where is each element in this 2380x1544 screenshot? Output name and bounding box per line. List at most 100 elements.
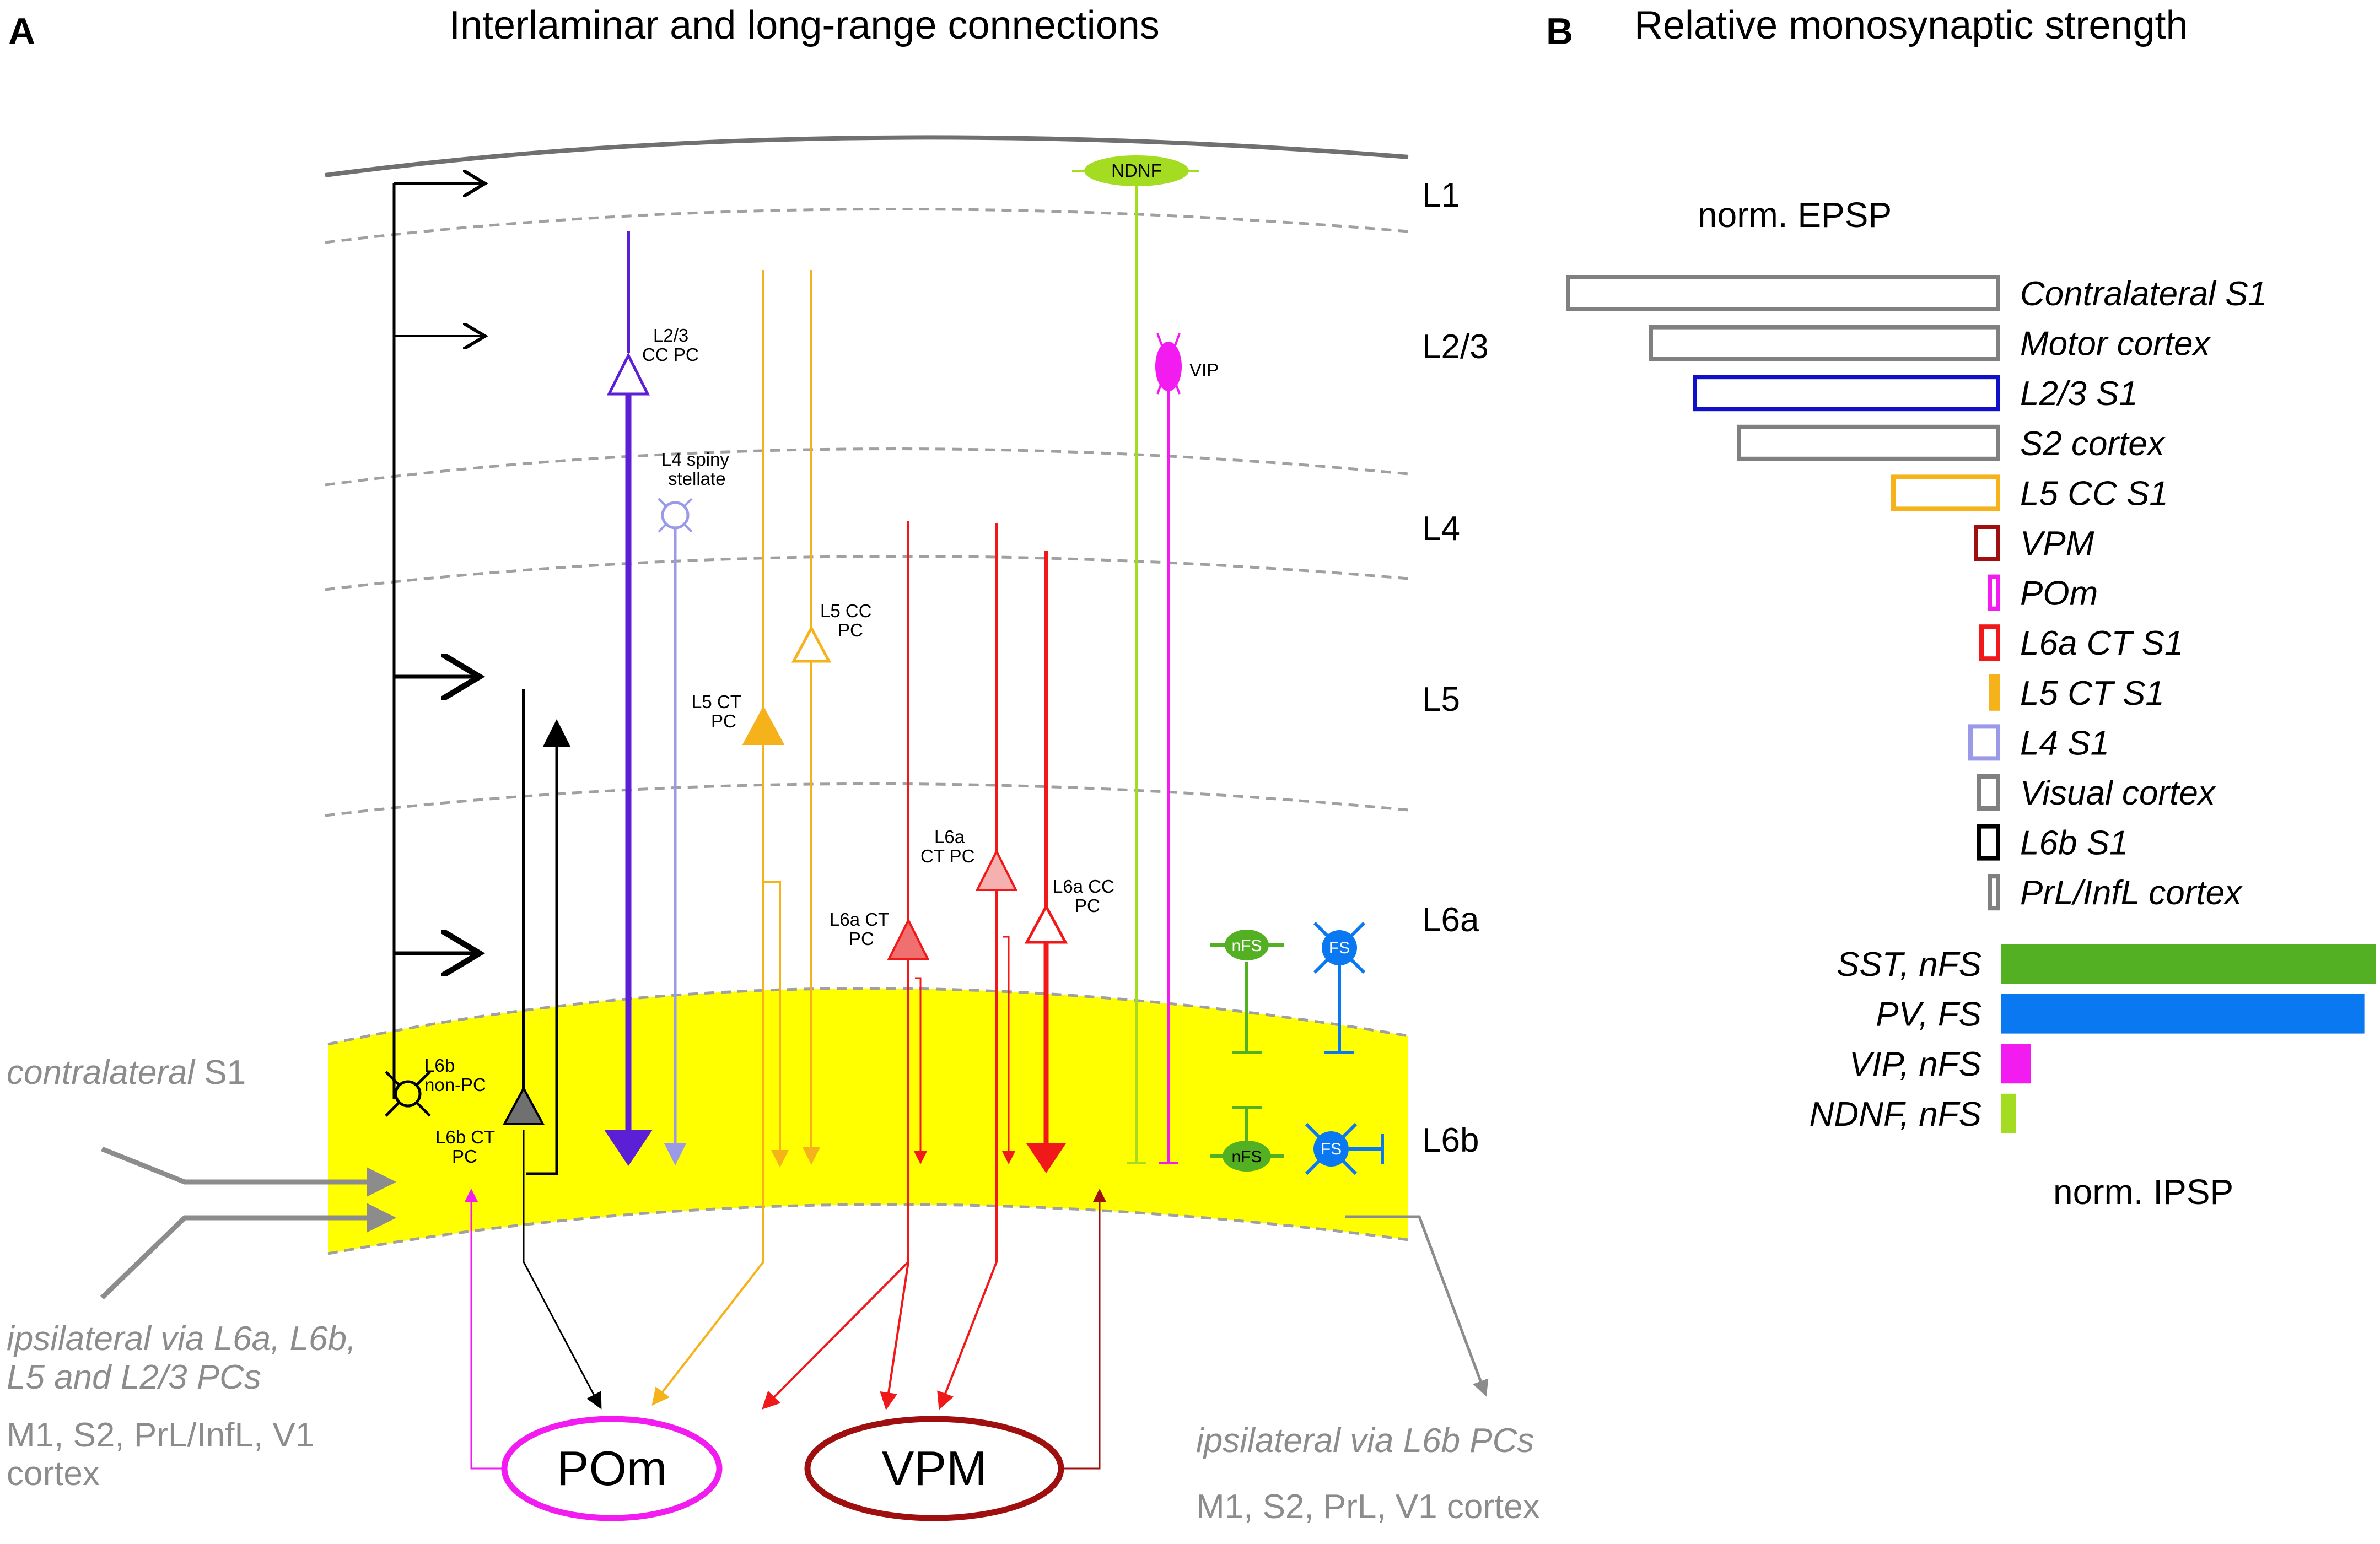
epsp-bar — [1989, 674, 2000, 711]
l5-ct-pc-label-2: PC — [711, 711, 736, 731]
contralateral-s1-label: contralateral S1 — [7, 1054, 246, 1092]
epsp-bar-label: L6b S1 — [2020, 824, 2129, 862]
layer-label-l1: L1 — [1422, 176, 1460, 214]
panel-b-title: Relative monosynaptic strength — [1634, 3, 2188, 47]
epsp-bar — [1968, 724, 2000, 761]
l6b-ct-pc-soma — [502, 1086, 545, 1125]
pia-surface — [325, 135, 1409, 177]
epsp-bar-label: Visual cortex — [2020, 774, 2216, 812]
l6b-ct-pc-label-1: L6b CT — [435, 1127, 495, 1147]
epsp-bar — [1974, 525, 2000, 561]
layer-label-l6b: L6b — [1422, 1121, 1479, 1159]
layer-label-l6a: L6a — [1422, 901, 1479, 939]
l6a-ct-pc-neuron-2 — [937, 523, 1018, 1410]
l6b-ct-pc-axon — [522, 689, 602, 1410]
l5-l6a-boundary — [325, 782, 1409, 817]
l6b-non-pc-label-2: non-PC — [424, 1075, 486, 1095]
epsp-bar-label: L2/3 S1 — [2020, 375, 2138, 413]
epsp-bar — [1737, 424, 2000, 461]
ipsi-output-line1: ipsilateral via L6b PCs — [1196, 1422, 1534, 1460]
layer-label-l5: L5 — [1422, 681, 1460, 719]
panel-a-title: Interlaminar and long-range connections — [449, 3, 1160, 47]
nfs-l6b-label: nFS — [1231, 1148, 1262, 1166]
ipsi-areas-line1: M1, S2, PrL/InfL, V1 — [7, 1416, 314, 1454]
epsp-bar — [1988, 574, 2000, 611]
epsp-bar-label: L5 CT S1 — [2020, 674, 2164, 712]
l6a-ct-pc-2-label-1: L6a CT — [830, 909, 889, 930]
l4-spiny-label-1: L4 spiny — [661, 449, 729, 469]
ipsp-bar — [2001, 1044, 2031, 1084]
epsp-bar-label: VPM — [2020, 525, 2094, 563]
l5-ct-pc-neuron — [651, 270, 789, 1406]
l6a-cc-pc-label-1: L6a CC — [1053, 876, 1114, 897]
l4-spiny-label-2: stellate — [668, 468, 726, 489]
fs-l6b-label: FS — [1321, 1140, 1342, 1158]
pom-to-l6b-projection — [465, 1189, 504, 1470]
vpm-nucleus — [804, 1416, 1064, 1521]
ipsi-output-line2: M1, S2, PrL, V1 cortex — [1196, 1488, 1540, 1526]
panel-b-letter: B — [1546, 10, 1573, 52]
fs-l6b-neuron — [1305, 1122, 1384, 1175]
vip-label: VIP — [1189, 360, 1219, 380]
ndnf-neuron — [1072, 155, 1199, 1164]
l23-cc-pc-label-2: CC PC — [642, 344, 699, 365]
ipsp-bar-label: SST, nFS — [1837, 946, 1981, 984]
epsp-bar-label: L4 S1 — [2020, 724, 2109, 762]
pom-label: POm — [557, 1441, 667, 1496]
l6a-ct-pc-neuron-1 — [762, 521, 930, 1410]
epsp-bar-label: S2 cortex — [2020, 425, 2166, 463]
epsp-bar-label: Contralateral S1 — [2020, 275, 2267, 313]
ipsilateral-output-arrow — [1345, 1215, 1489, 1397]
l6b-non-pc-axon — [392, 183, 485, 1099]
fs-l6a-label: FS — [1329, 939, 1350, 957]
epsp-bar-label: Motor cortex — [2020, 325, 2211, 363]
layer-label-l23: L2/3 — [1422, 328, 1489, 366]
l4-l5-boundary — [325, 555, 1409, 591]
l5-ct-pc-label-1: L5 CT — [692, 692, 741, 712]
l6a-cc-pc-neuron — [1024, 551, 1068, 1173]
l5-cc-pc-neuron — [791, 270, 832, 1165]
epsp-bar — [1693, 375, 2000, 412]
ipsp-bar-label: VIP, nFS — [1849, 1045, 1981, 1083]
epsp-bar-label: POm — [2020, 575, 2098, 613]
l6a-l6b-boundary — [327, 987, 1409, 1046]
l5-cc-pc-label-2: PC — [838, 620, 863, 640]
l23-cc-pc-label-1: L2/3 — [653, 325, 688, 345]
l6b-ct-pc-label-2: PC — [452, 1146, 477, 1167]
l6a-ct-pc-2-label-2: PC — [849, 928, 874, 949]
epsp-bar-label: PrL/InfL cortex — [2020, 874, 2243, 912]
l6a-cc-pc-label-2: PC — [1075, 895, 1100, 916]
l6b-non-pc-soma — [385, 1071, 431, 1117]
epsp-bar — [1649, 325, 2000, 361]
ipsi-areas-line2: cortex — [7, 1455, 100, 1493]
l4-spiny-stellate-neuron — [658, 498, 693, 1165]
nfs-l6a-neuron — [1210, 930, 1284, 1054]
l6b-band — [328, 988, 1408, 1254]
ndnf-label: NDNF — [1111, 160, 1162, 181]
epsp-bar — [1979, 624, 2000, 661]
l6b-bottom-boundary — [327, 1203, 1409, 1255]
vpm-label: VPM — [882, 1441, 987, 1496]
epsp-bar-label: L5 CC S1 — [2020, 474, 2168, 512]
ipsp-bar-label: NDNF, nFS — [1810, 1095, 1981, 1133]
epsp-bar-label: L6a CT S1 — [2020, 624, 2183, 662]
ipsp-bar — [2001, 994, 2365, 1034]
epsp-bar — [1988, 874, 2000, 911]
contralateral-input-arrow — [101, 1146, 396, 1197]
vpm-to-l6b-projection — [1064, 1189, 1106, 1470]
l23-cc-pc-neuron — [604, 231, 653, 1166]
epsp-bar — [1566, 275, 2000, 311]
nfs-l6b-neuron — [1210, 1106, 1284, 1172]
pom-nucleus — [501, 1416, 723, 1521]
ipsi-input-line1: ipsilateral via L6a, L6b, — [7, 1320, 356, 1358]
l6b-non-pc-label-1: L6b — [424, 1055, 455, 1076]
ipsilateral-input-arrow — [100, 1203, 396, 1300]
epsp-bar — [1891, 474, 2000, 511]
epsp-bar — [1977, 824, 2000, 861]
ipsp-bar — [2001, 944, 2376, 984]
vip-neuron — [1155, 333, 1182, 1164]
panel-a-letter: A — [8, 10, 35, 52]
epsp-bar — [1977, 774, 2000, 811]
